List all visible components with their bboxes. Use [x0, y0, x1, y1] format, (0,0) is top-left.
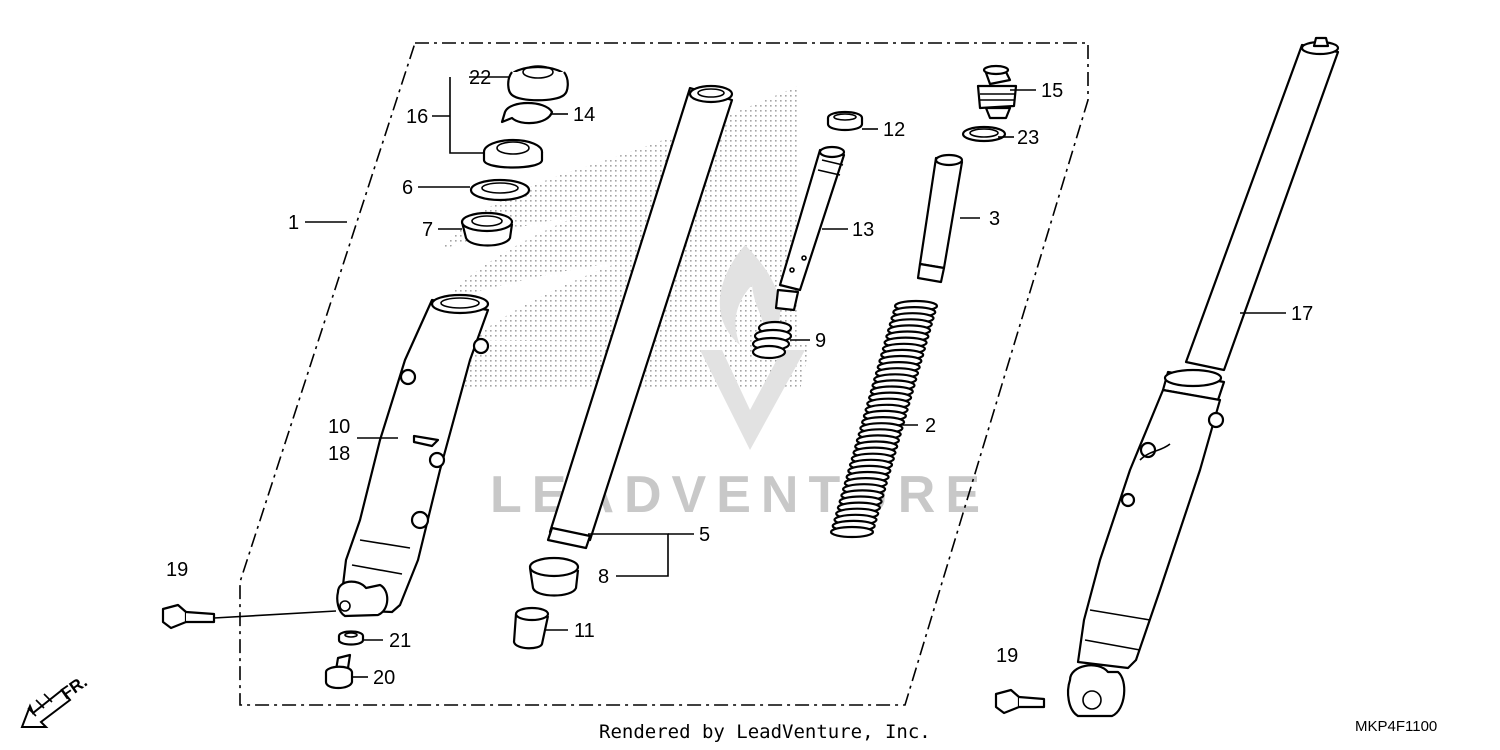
- callout-17: 17: [1291, 303, 1313, 325]
- leader-19a: [213, 610, 337, 619]
- callout-20: 20: [373, 667, 395, 689]
- callout-22: 22: [469, 67, 491, 89]
- sealing-washer-part: [337, 630, 365, 646]
- spring-collar-part: [916, 153, 964, 284]
- callout-3: 3: [989, 208, 1000, 230]
- callout-19-left: 19: [166, 559, 188, 581]
- diagram-code: MKP4F1100: [1355, 718, 1437, 735]
- callout-12: 12: [883, 119, 905, 141]
- axle-pinch-bolt-part: [161, 603, 216, 630]
- front-direction-arrow: FR.: [20, 672, 91, 728]
- callout-10: 10: [328, 416, 350, 438]
- assembly-outline: [239, 42, 1089, 706]
- callout-2: 2: [925, 415, 936, 437]
- callout-6: 6: [402, 177, 413, 199]
- oil-lock-piece-part: [512, 606, 550, 650]
- fork-slider-part: [336, 293, 490, 618]
- brand-flame-watermark: [700, 245, 805, 450]
- o-ring-part: [961, 125, 1007, 143]
- callout-16: 16: [406, 106, 428, 128]
- callout-7: 7: [422, 219, 433, 241]
- fork-pipe-bushing-part: [528, 556, 580, 597]
- axle-pinch-bolt-right-part: [994, 688, 1046, 715]
- slide-bushing-part: [460, 211, 514, 247]
- fork-pipe-part: [546, 84, 734, 550]
- callout-18: 18: [328, 443, 350, 465]
- dust-seal-part: [507, 65, 569, 102]
- callout-8: 8: [598, 566, 609, 588]
- callout-5: 5: [699, 524, 710, 546]
- render-credit: Rendered by LeadVenture, Inc.: [599, 721, 931, 743]
- callout-14: 14: [573, 104, 595, 126]
- socket-bolt-part: [324, 653, 354, 690]
- callout-19-right: 19: [996, 645, 1018, 667]
- callout-9: 9: [815, 330, 826, 352]
- piston-ring-part: [826, 110, 864, 132]
- rebound-spring-part: [751, 320, 793, 360]
- callout-23: 23: [1017, 127, 1039, 149]
- piston-rod-part: [774, 145, 846, 312]
- callout-11: 11: [574, 620, 595, 642]
- fork-spring-part: [829, 299, 939, 539]
- callout-1: 1: [288, 212, 299, 234]
- stopper-clip-part: [500, 101, 554, 125]
- oil-seal-part: [482, 138, 544, 169]
- callout-13: 13: [852, 219, 874, 241]
- spring-coil: [829, 525, 875, 539]
- callout-21: 21: [389, 630, 411, 652]
- back-up-ring-part: [469, 178, 531, 202]
- right-fork-assembly-part: [1067, 36, 1340, 718]
- callout-15: 15: [1041, 80, 1063, 102]
- leader-lines: [305, 76, 1286, 678]
- fork-bolt-part: [976, 64, 1018, 120]
